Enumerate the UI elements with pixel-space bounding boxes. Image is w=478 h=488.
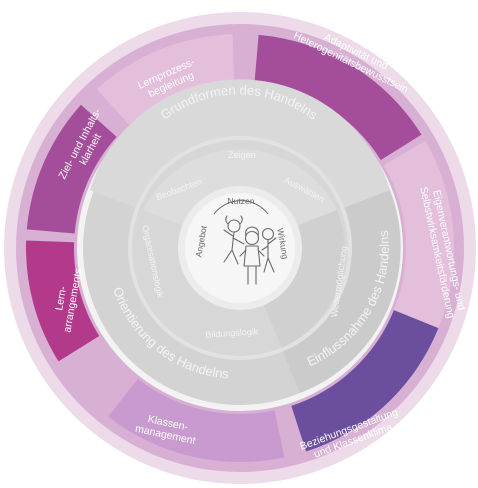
core-top-arc <box>213 200 269 215</box>
segment-ziel <box>26 104 117 234</box>
segment-beziehung <box>291 310 439 452</box>
inner-item-zeigen: Zeigen <box>228 150 256 160</box>
segment-klassenmanagement <box>108 378 285 463</box>
segment-lernprozess <box>96 34 235 125</box>
core-circle <box>185 193 295 303</box>
children-illustration <box>223 215 277 285</box>
segment-ring <box>26 34 454 463</box>
inner-item-bildungslogik: Bildungslogik <box>205 326 259 340</box>
segment-adaptivitaet <box>254 34 422 161</box>
segment-label-line: Lern- <box>53 285 69 312</box>
segment-lernarrangements <box>26 240 100 362</box>
segment-eigenverantwortung <box>383 141 454 329</box>
